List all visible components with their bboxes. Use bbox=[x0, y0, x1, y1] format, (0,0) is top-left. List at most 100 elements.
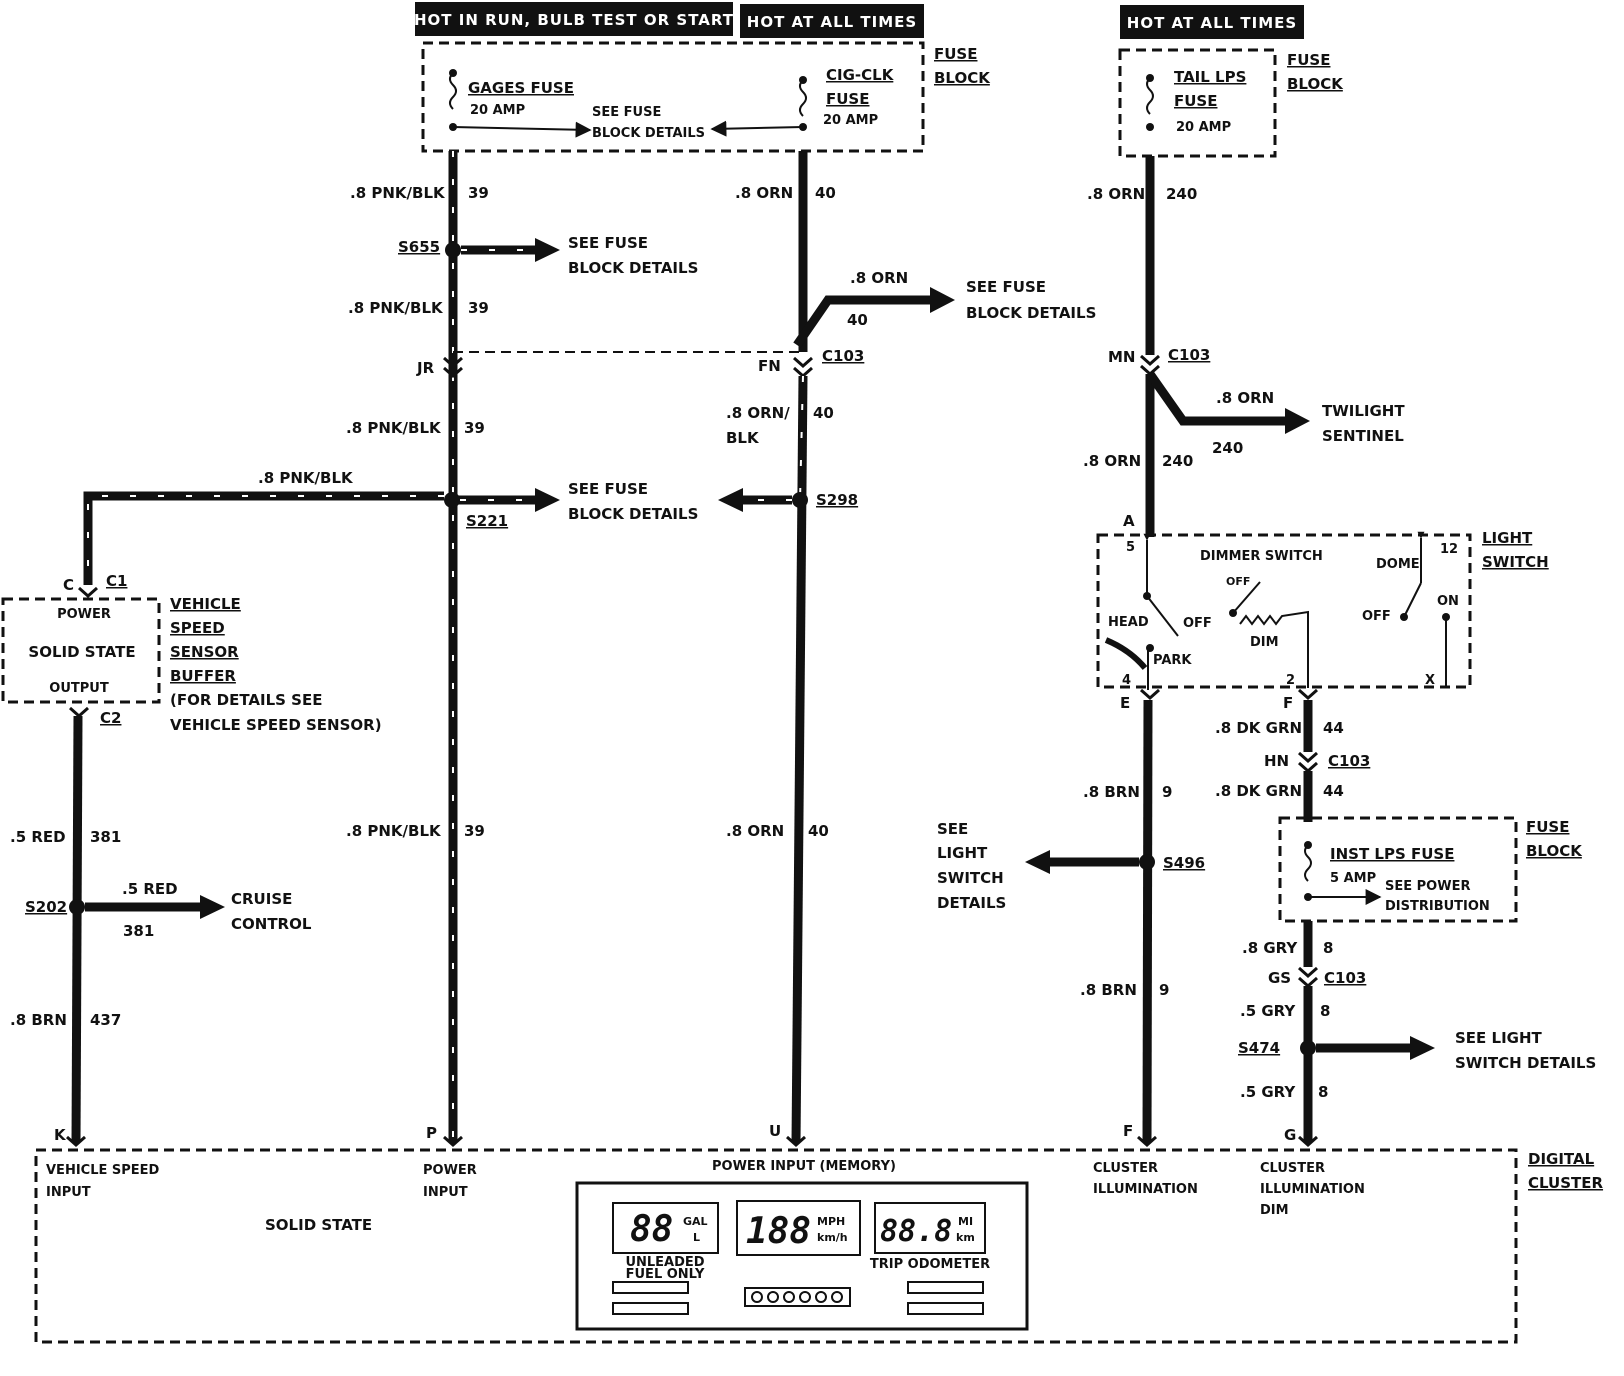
inst-fuse-note-2: DISTRIBUTION bbox=[1385, 899, 1490, 914]
light-switch-dome: DOME bbox=[1376, 557, 1420, 572]
light-switch-t5: 5 bbox=[1126, 540, 1135, 555]
wire-40-ref-line2: BLOCK DETAILS bbox=[966, 304, 1096, 322]
wire-240-label-1: .8 ORN bbox=[1087, 185, 1145, 203]
wire-40-label-1: .8 ORN bbox=[735, 184, 793, 202]
vss-connector-c-label: C bbox=[63, 576, 74, 594]
left-bar-upper bbox=[612, 1281, 689, 1294]
wire-39-circuit-1: 39 bbox=[468, 184, 489, 202]
wire-40-ref-line1: SEE FUSE bbox=[966, 278, 1046, 296]
fuel-digits: 88 bbox=[630, 1209, 673, 1250]
splice-s298 bbox=[792, 492, 808, 508]
speed-unit-mph: MPH bbox=[817, 1215, 845, 1228]
header-hot-in-run: HOT IN RUN, BULB TEST OR START bbox=[414, 2, 733, 36]
wire-240-twilight-label: .8 ORN bbox=[1216, 389, 1274, 407]
splice-s474-label: S474 bbox=[1238, 1039, 1280, 1057]
wire-44-label-2: .8 DK GRN bbox=[1215, 782, 1302, 800]
header-hot-all-times-1: HOT AT ALL TIMES bbox=[740, 4, 924, 38]
wire-381-437 bbox=[71, 715, 83, 1144]
light-switch-x: X bbox=[1425, 673, 1435, 688]
fuse-block-tail: FUSE BLOCK TAIL LPS FUSE 20 AMP bbox=[1118, 48, 1344, 158]
wire-40-branch bbox=[793, 295, 935, 348]
wire-8-label-1: .8 GRY bbox=[1242, 939, 1298, 957]
inst-lps-fuse-block: FUSE BLOCK INST LPS FUSE 5 AMP SEE POWER… bbox=[1278, 816, 1583, 923]
light-switch-title-2: SWITCH bbox=[1482, 553, 1549, 571]
cluster-solid-state: SOLID STATE bbox=[265, 1216, 372, 1234]
s655-ref-line1: SEE FUSE bbox=[568, 234, 648, 252]
light-switch: LIGHT SWITCH 5 OFF HEAD PARK DIMMER SWIT… bbox=[1096, 529, 1549, 690]
cluster-display-panel bbox=[575, 1181, 1029, 1331]
s496-ref-2: LIGHT bbox=[937, 844, 988, 862]
connector-f-label: F bbox=[1283, 694, 1293, 712]
splice-s474 bbox=[1300, 1040, 1316, 1056]
cig-clk-fuse-amp: 20 AMP bbox=[823, 113, 878, 128]
tail-lps-fuse-label: TAIL LPS bbox=[1174, 68, 1246, 86]
fuse-block-tail-label2: BLOCK bbox=[1287, 75, 1344, 93]
speed-digits: 188 bbox=[746, 1211, 811, 1252]
speed-unit-kmh: km/h bbox=[817, 1231, 848, 1244]
wire-39-label-4: .8 PNK/BLK bbox=[346, 822, 442, 840]
vss-output-label: OUTPUT bbox=[49, 681, 109, 696]
unleaded-label: UNLEADED bbox=[625, 1255, 704, 1270]
wire-8-circuit-3: 8 bbox=[1318, 1083, 1328, 1101]
wire-8-circuit-1: 8 bbox=[1323, 939, 1333, 957]
cluster-title-1: DIGITAL bbox=[1528, 1150, 1595, 1168]
light-switch-title-1: LIGHT bbox=[1482, 529, 1533, 547]
wire-9-circuit-1: 9 bbox=[1162, 783, 1172, 801]
wire-381-cruise-circuit: 381 bbox=[123, 922, 154, 940]
fuse-detail-note-1: SEE FUSE bbox=[592, 105, 661, 120]
gages-fuse-amp: 20 AMP bbox=[470, 103, 525, 118]
s496-ref-4: DETAILS bbox=[937, 894, 1006, 912]
wire-39-circuit-2: 39 bbox=[468, 299, 489, 317]
wire-39-circuit-4: 39 bbox=[464, 822, 485, 840]
splice-s496 bbox=[1139, 854, 1155, 870]
wire-44-circuit-2: 44 bbox=[1323, 782, 1344, 800]
fuel-display bbox=[612, 1202, 719, 1254]
wire-39-label-1: .8 PNK/BLK bbox=[350, 184, 446, 202]
splice-s496-label: S496 bbox=[1163, 854, 1205, 872]
light-switch-off-1: OFF bbox=[1183, 616, 1212, 631]
cluster-power-input-2: INPUT bbox=[423, 1185, 468, 1200]
wire-40-branch-circuit: 40 bbox=[847, 311, 868, 329]
cig-clk-fuse-label2: FUSE bbox=[826, 90, 869, 108]
wire-9-circuit-2: 9 bbox=[1159, 981, 1169, 999]
trip-unit-km: km bbox=[956, 1231, 975, 1244]
s496-ref-3: SWITCH bbox=[937, 869, 1004, 887]
fuse-block-top: FUSE BLOCK GAGES FUSE 20 AMP SEE FUSE BL… bbox=[421, 41, 991, 153]
wire-40-circuit-2: 40 bbox=[813, 404, 834, 422]
cluster-power-memory: POWER INPUT (MEMORY) bbox=[712, 1159, 896, 1174]
pin-p-label: P bbox=[426, 1124, 437, 1142]
cluster-dim-2: ILLUMINATION bbox=[1260, 1182, 1365, 1197]
splice-s221-label: S221 bbox=[466, 512, 508, 530]
wire-40-label-2: .8 ORN/ bbox=[726, 404, 790, 422]
wire-240-circuit-2: 240 bbox=[1162, 452, 1193, 470]
cig-clk-fuse-label: CIG-CLK bbox=[826, 66, 895, 84]
right-bar-lower bbox=[907, 1302, 984, 1315]
s474-ref-1: SEE LIGHT bbox=[1455, 1029, 1543, 1047]
vss-title-2: SPEED bbox=[170, 619, 225, 637]
pin-k-label: K bbox=[54, 1126, 67, 1144]
connector-mn-label: MN bbox=[1108, 348, 1135, 366]
wire-39-label-3: .8 PNK/BLK bbox=[346, 419, 442, 437]
vss-title-1: VEHICLE bbox=[170, 595, 241, 613]
gages-fuse-label: GAGES FUSE bbox=[468, 79, 574, 97]
splice-s202 bbox=[69, 899, 85, 915]
vss-solid-state-label: SOLID STATE bbox=[28, 643, 135, 661]
fuel-unit-l: L bbox=[693, 1231, 700, 1244]
pin-u-label: U bbox=[769, 1122, 781, 1140]
s221-ref-line2: BLOCK DETAILS bbox=[568, 505, 698, 523]
wire-44-label-1: .8 DK GRN bbox=[1215, 719, 1302, 737]
connector-jr bbox=[443, 356, 463, 369]
connector-hn bbox=[1298, 751, 1318, 764]
connector-c103-label-4: C103 bbox=[1324, 969, 1366, 987]
splice-s298-label: S298 bbox=[816, 491, 858, 509]
header-hot-all-times-2-text: HOT AT ALL TIMES bbox=[1127, 14, 1297, 32]
splice-s655-label: S655 bbox=[398, 238, 440, 256]
wire-381-circuit: 381 bbox=[90, 828, 121, 846]
wire-40-circuit-1: 40 bbox=[815, 184, 836, 202]
light-switch-dimmer: DIMMER SWITCH bbox=[1200, 549, 1323, 564]
wire-39-label-2: .8 PNK/BLK bbox=[348, 299, 444, 317]
vss-power-label: POWER bbox=[57, 607, 111, 622]
right-bar-upper bbox=[907, 1281, 984, 1294]
connector-jr-label: JR bbox=[416, 359, 435, 377]
trip-odometer-label: TRIP ODOMETER bbox=[870, 1257, 990, 1272]
